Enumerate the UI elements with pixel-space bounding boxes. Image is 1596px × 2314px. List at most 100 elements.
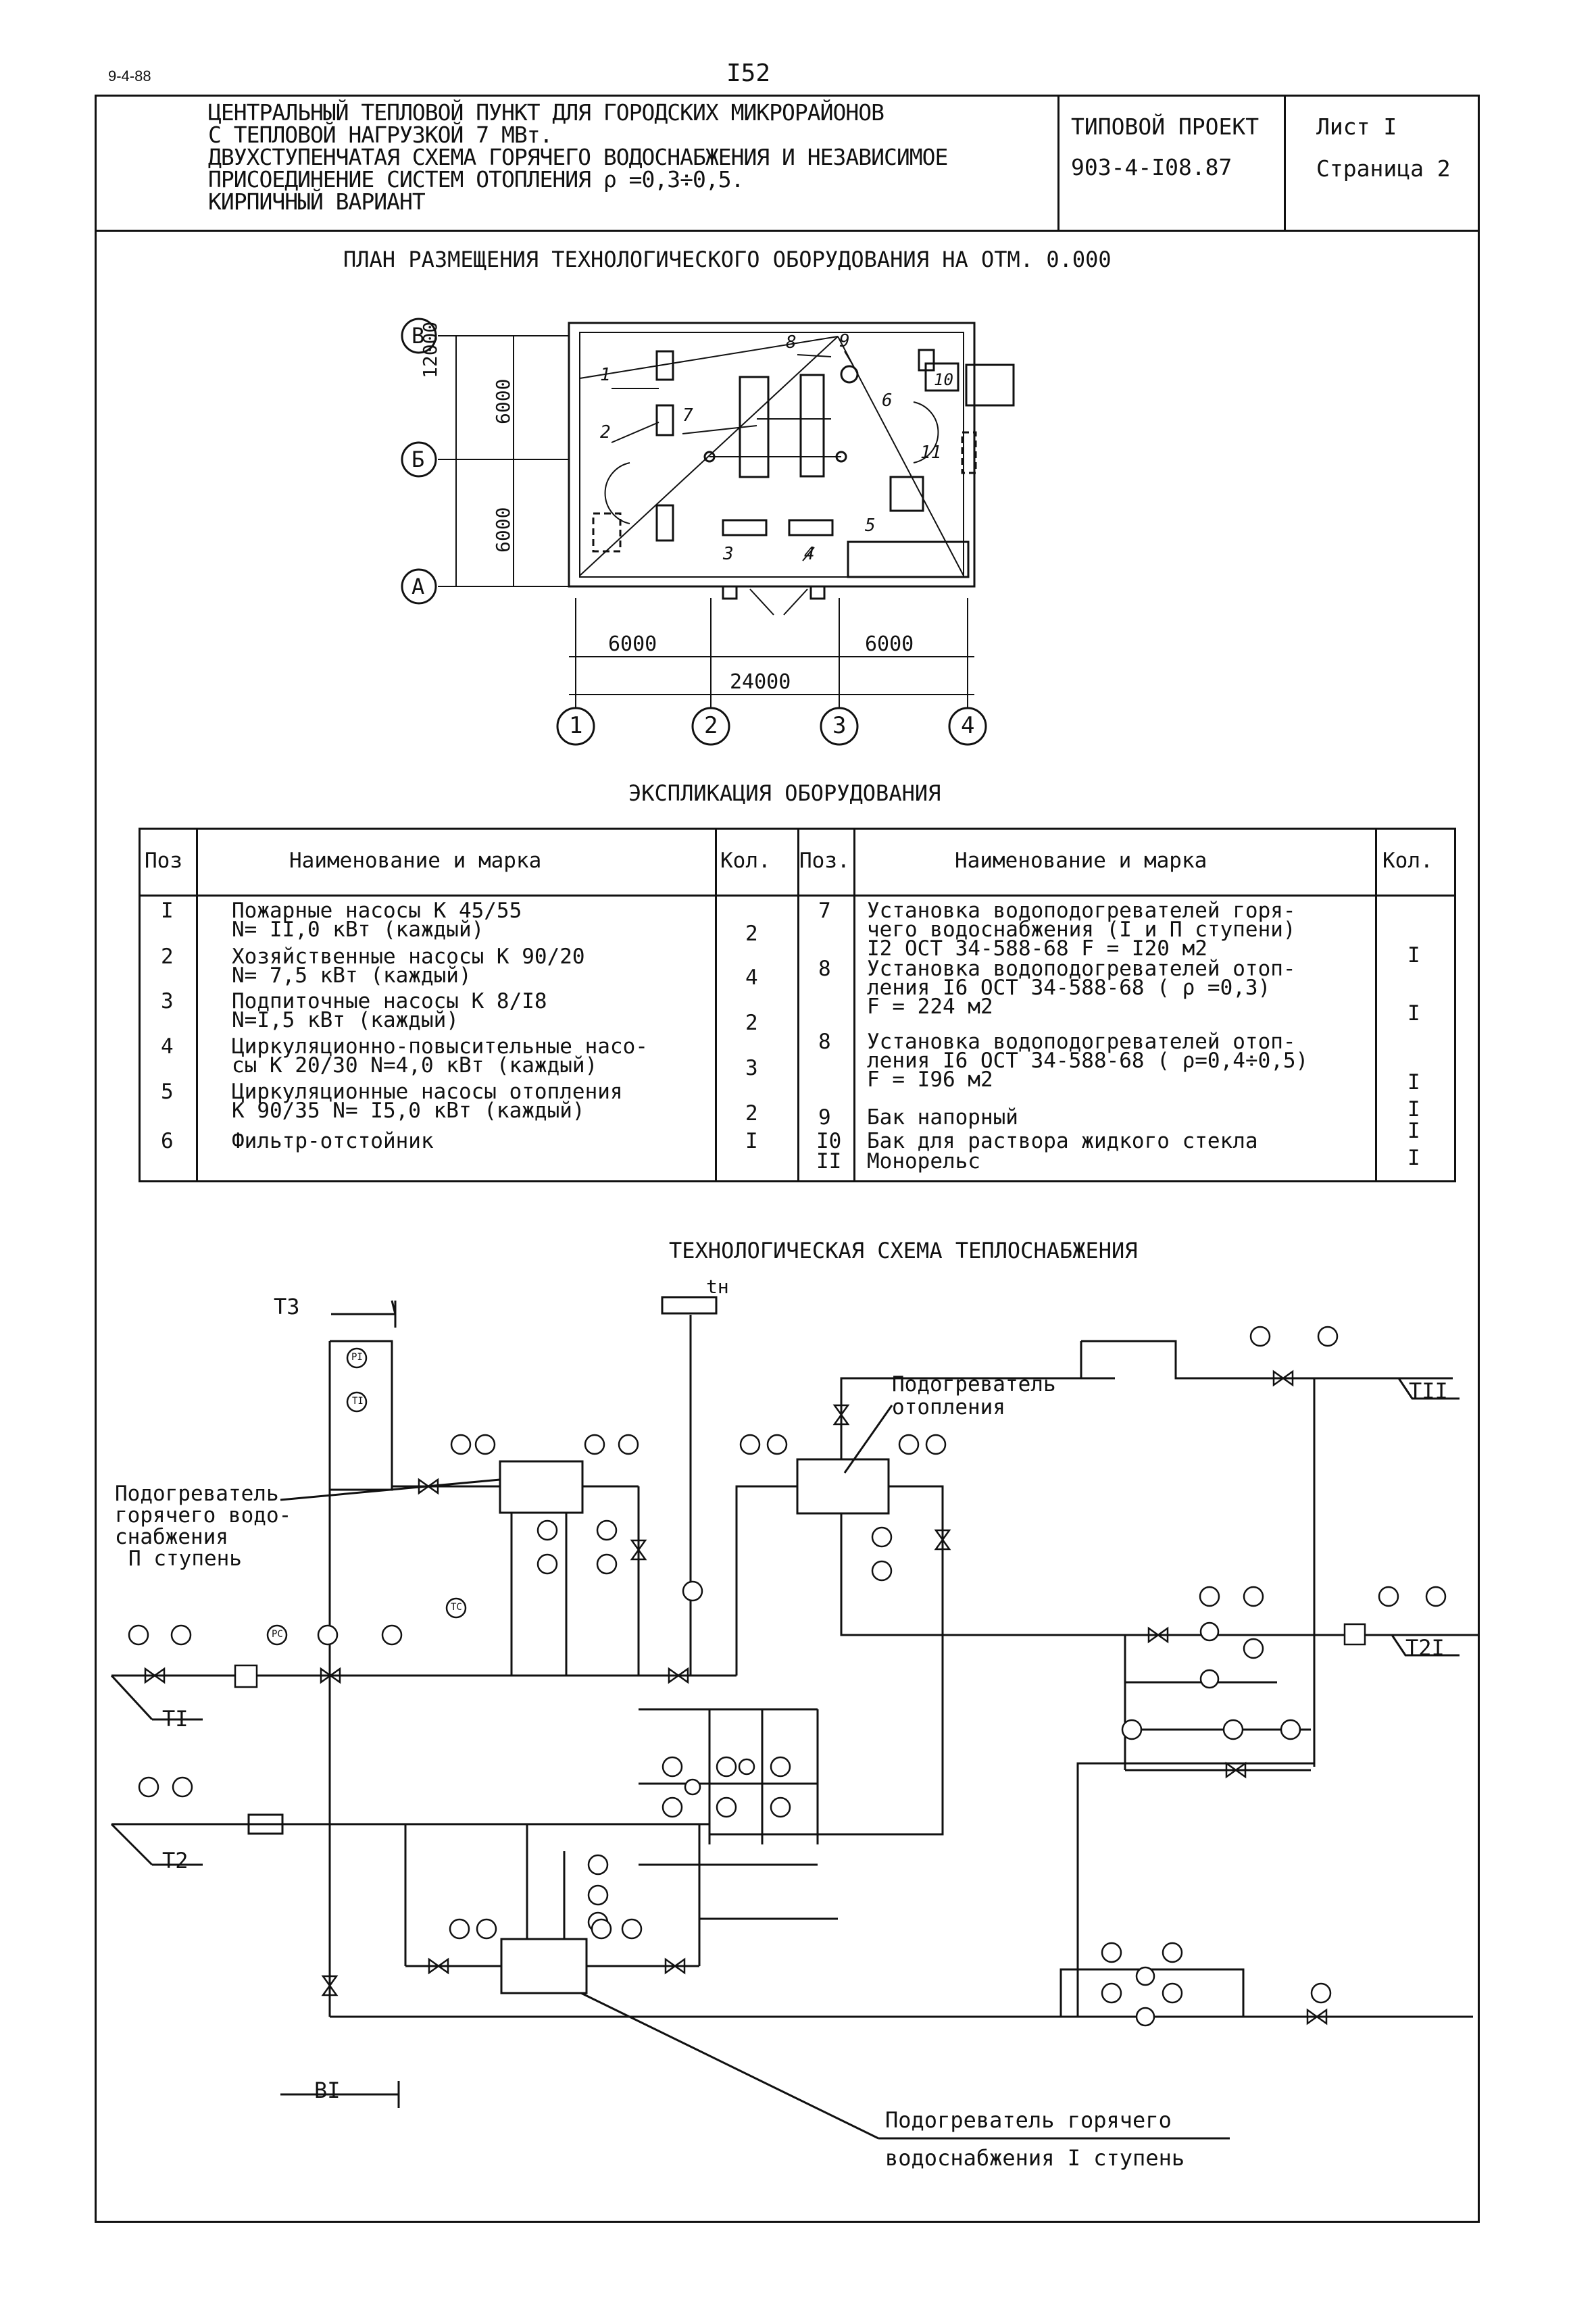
- row-name: Пожарные насосы К 45/55: [232, 899, 522, 923]
- plan-title: ПЛАН РАЗМЕЩЕНИЯ ТЕХНОЛОГИЧЕСКОГО ОБОРУДО…: [343, 247, 1112, 272]
- project-label: ТИПОВОЙ ПРОЕКТ: [1071, 114, 1260, 140]
- callout-8: 8: [786, 332, 797, 353]
- row-pos: 5: [161, 1080, 174, 1104]
- title-line: ДВУХСТУПЕНЧАТАЯ СХЕМА ГОРЯЧЕГО ВОДОСНАБЖ…: [208, 144, 948, 170]
- axis-label-2: 2: [704, 712, 718, 739]
- explication-title: ЭКСПЛИКАЦИЯ ОБОРУДОВАНИЯ: [628, 780, 941, 806]
- col-header-qty: Кол.: [720, 849, 771, 873]
- row-name: F = 224 м2: [867, 995, 993, 1019]
- row-qty: 4: [745, 965, 758, 990]
- scheme-title: ТЕХНОЛОГИЧЕСКАЯ СХЕМА ТЕПЛОСНАБЖЕНИЯ: [669, 1238, 1138, 1263]
- label-line: горячего водо-: [115, 1503, 292, 1528]
- row-name: N= II,0 кВт (каждый): [232, 917, 484, 942]
- callout-5: 5: [865, 515, 876, 536]
- outdoor-temp-label: tн: [706, 1276, 729, 1298]
- table-col-divider: [797, 830, 799, 1180]
- dim-h-total: 24000: [730, 670, 791, 694]
- label-line: П ступень: [128, 1546, 242, 1571]
- pipe-label-b1: ВI: [314, 2078, 341, 2103]
- sheet-label: Лист I: [1316, 114, 1397, 140]
- sheet-frame: [95, 95, 1480, 2223]
- row-qty: I: [1407, 1001, 1420, 1026]
- label-line: Подогреватель: [115, 1482, 279, 1506]
- row-name: ления I6 ОСТ 34-588-68 ( ρ =0,3): [867, 976, 1271, 1000]
- row-qty: 2: [745, 922, 758, 946]
- table-col-divider: [196, 830, 198, 1180]
- callout-4: 4: [804, 544, 815, 564]
- pipe-label-t21: Т2I: [1405, 1635, 1445, 1661]
- pipe-label-t3: Т3: [274, 1294, 300, 1319]
- axis-label-a: А: [412, 574, 425, 599]
- col-header-qty-2: Кол.: [1382, 849, 1433, 873]
- row-name: Бак напорный: [867, 1105, 1018, 1130]
- row-name: N=I,5 кВт (каждый): [232, 1008, 459, 1032]
- row-qty: I: [1407, 1097, 1420, 1122]
- row-name: ления I6 ОСТ 34-588-68 ( ρ=0,4÷0,5): [867, 1049, 1309, 1073]
- row-name: Хозяйственные насосы К 90/20: [232, 945, 585, 969]
- row-qty: I: [1407, 1070, 1420, 1095]
- page-number: I52: [726, 59, 771, 87]
- col-header-pos-2: Поз.: [799, 849, 850, 873]
- row-pos: I: [161, 899, 174, 923]
- instrument-tag-ti: TI: [352, 1396, 364, 1407]
- title-block-divider-1: [1057, 95, 1059, 230]
- row-pos: 8: [818, 957, 831, 981]
- table-col-divider: [853, 830, 855, 1180]
- row-qty: I: [745, 1129, 758, 1153]
- label-heater-stage2: Подогреватель горячего водо- снабжения П…: [115, 1483, 291, 1569]
- row-name: Подпиточные насосы К 8/I8: [232, 989, 547, 1013]
- row-name: сы К 20/30 N=4,0 кВт (каждый): [232, 1053, 598, 1078]
- row-name: N= 7,5 кВт (каждый): [232, 963, 472, 988]
- title-block-bottom-rule: [95, 230, 1480, 232]
- pipe-label-t11: ТII: [1409, 1378, 1448, 1404]
- row-pos: II: [816, 1149, 842, 1174]
- row-name: Бак для раствора жидкого стекла: [867, 1129, 1258, 1153]
- title-line: КИРПИЧНЫЙ ВАРИАНТ: [208, 188, 426, 215]
- row-pos: 8: [818, 1030, 831, 1054]
- row-pos: 9: [818, 1105, 831, 1130]
- callout-1: 1: [600, 365, 611, 385]
- row-qty: I: [1407, 943, 1420, 967]
- callout-9: 9: [839, 331, 850, 351]
- callout-10: 10: [934, 370, 953, 389]
- instrument-tag-pc: PC: [272, 1629, 283, 1640]
- row-pos: 4: [161, 1034, 174, 1059]
- callout-7: 7: [682, 405, 693, 426]
- instrument-tag-tc: TC: [451, 1602, 462, 1613]
- col-header-name-2: Наименование и марка: [955, 849, 1207, 873]
- col-header-name: Наименование и марка: [289, 849, 542, 873]
- row-qty: 2: [745, 1101, 758, 1126]
- table-col-divider: [715, 830, 717, 1180]
- instrument-tag-pi: PI: [351, 1352, 363, 1363]
- row-pos: 7: [818, 899, 831, 923]
- callout-3: 3: [723, 544, 734, 564]
- label-line: снабжения: [115, 1525, 228, 1549]
- axis-label-v: В: [412, 323, 425, 349]
- row-name: F = I96 м2: [867, 1067, 993, 1092]
- row-name: Установка водоподогревателей горя-: [867, 899, 1296, 923]
- col-header-pos: Поз: [145, 849, 182, 873]
- axis-label-1: 1: [569, 712, 583, 739]
- title-line: ЦЕНТРАЛЬНЫЙ ТЕПЛОВОЙ ПУНКТ ДЛЯ ГОРОДСКИХ…: [208, 99, 884, 126]
- row-name: Установка водоподогревателей отоп-: [867, 1030, 1296, 1054]
- title-line: ПРИСОЕДИНЕНИЕ СИСТЕМ ОТОПЛЕНИЯ ρ =0,3÷0,…: [208, 166, 744, 193]
- row-name: Монорельс: [867, 1149, 980, 1174]
- row-name: I2 ОСТ 34-588-68 F = I20 м2: [867, 936, 1207, 961]
- label-line: водоснабжения I ступень: [885, 2145, 1185, 2171]
- row-pos: 3: [161, 989, 174, 1013]
- row-name: чего водоснабжения (I и П ступени): [867, 917, 1296, 942]
- project-number: 903-4-I08.87: [1071, 154, 1232, 180]
- row-name: К 90/35 N= I5,0 кВт (каждый): [232, 1099, 585, 1123]
- callout-11: 11: [920, 443, 942, 463]
- doc-code: 9-4-88: [108, 68, 151, 84]
- callout-2: 2: [600, 422, 611, 443]
- label-line: Подогреватель: [892, 1372, 1056, 1397]
- row-pos: 6: [161, 1129, 174, 1153]
- document-title: ЦЕНТРАЛЬНЫЙ ТЕПЛОВОЙ ПУНКТ ДЛЯ ГОРОДСКИХ…: [208, 99, 948, 215]
- row-qty: I: [1407, 1119, 1420, 1143]
- row-name: Установка водоподогревателей отоп-: [867, 957, 1296, 981]
- explication-table: Поз Наименование и марка Кол. Поз. Наиме…: [139, 828, 1456, 1182]
- label-heater-stage1: Подогреватель горячего водоснабжения I с…: [885, 2101, 1184, 2177]
